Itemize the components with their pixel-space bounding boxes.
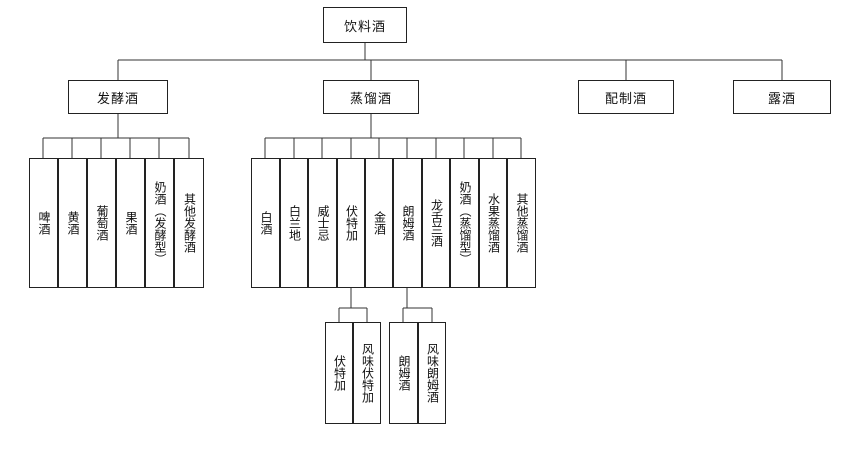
leaf-other-distilled: 其他蒸馏酒: [507, 158, 536, 288]
leaf-grape-wine: 葡萄酒: [87, 158, 116, 288]
subleaf-vodka: 伏特加: [325, 322, 353, 424]
leaf-milk-wine-fermented: 奶酒（发酵型）: [145, 158, 174, 288]
leaf-vodka: 伏特加: [337, 158, 365, 288]
category-lujiu: 露酒: [733, 80, 831, 114]
leaf-beer: 啤酒: [29, 158, 58, 288]
leaf-other-fermented: 其他发酵酒: [174, 158, 204, 288]
subleaf-flavored-vodka: 风味伏特加: [353, 322, 381, 424]
root-node: 饮料酒: [323, 7, 407, 43]
leaf-fruit-brandy: 水果蒸馏酒: [479, 158, 507, 288]
category-blended: 配制酒: [578, 80, 674, 114]
leaf-whisky: 威士忌: [308, 158, 337, 288]
leaf-fruit-wine: 果酒: [116, 158, 145, 288]
category-distilled: 蒸馏酒: [323, 80, 419, 114]
subleaf-rum: 朗姆酒: [389, 322, 418, 424]
leaf-milk-spirit-distilled: 奶酒（蒸馏型）: [450, 158, 479, 288]
leaf-gin: 金酒: [365, 158, 393, 288]
leaf-tequila: 龙舌兰酒: [422, 158, 450, 288]
leaf-baijiu: 白酒: [251, 158, 280, 288]
leaf-huangjiu: 黄酒: [58, 158, 87, 288]
category-fermented: 发酵酒: [68, 80, 168, 114]
leaf-rum: 朗姆酒: [393, 158, 422, 288]
leaf-brandy: 白兰地: [280, 158, 308, 288]
subleaf-flavored-rum: 风味朗姆酒: [418, 322, 446, 424]
